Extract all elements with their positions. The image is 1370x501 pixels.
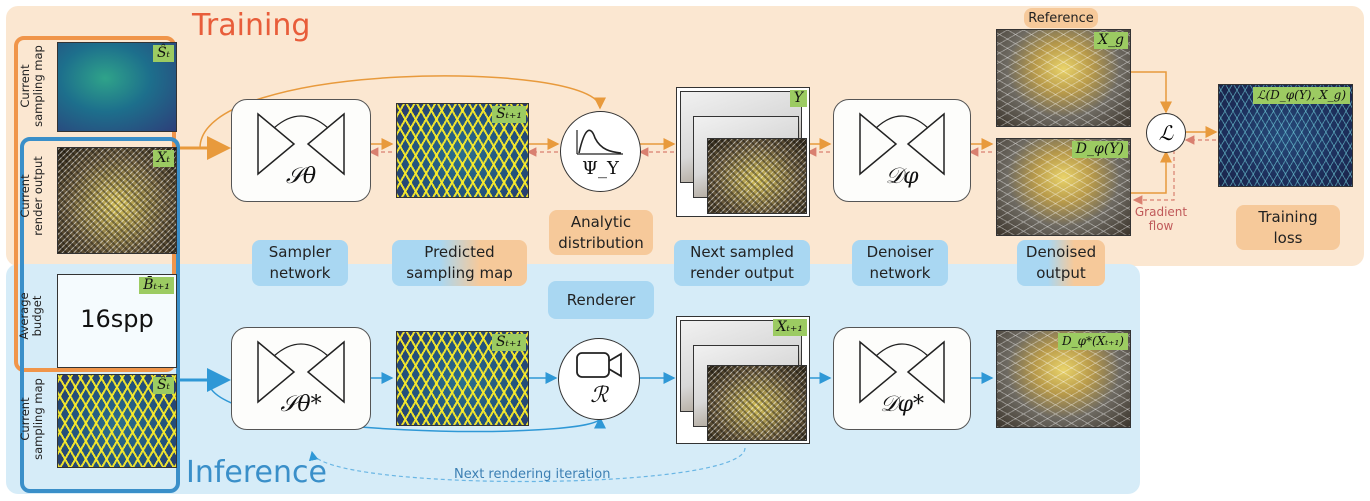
sampler-symbol-train: 𝒮θ xyxy=(285,164,317,189)
bowtie-icon xyxy=(257,112,345,176)
tag-x-next: Xₜ₊₁ xyxy=(772,319,807,336)
predicted-sampling-map-train: Sₜ₊₁ xyxy=(396,103,529,198)
reference-image: X_g xyxy=(996,29,1131,127)
inference-title: Inference xyxy=(186,455,327,490)
reference-label: Reference xyxy=(1024,8,1098,28)
inference-input-group xyxy=(20,137,180,493)
training-loss-image: ℒ(D_φ(Y), X_g) xyxy=(1218,84,1353,187)
training-loss-label: Training loss xyxy=(1236,205,1340,250)
gradient-flow-label: Gradient flow xyxy=(1134,205,1188,233)
analytic-distribution-node: Ψ_Y xyxy=(560,111,641,192)
denoiser-symbol-infer: 𝒟φ* xyxy=(880,392,924,417)
current-render-image: Xₜ xyxy=(57,147,177,254)
predicted-sampling-map-infer: Sₜ₊₁ xyxy=(396,331,529,426)
current-sampling-map-bottom-image: Ŝₜ xyxy=(57,374,177,468)
tag-loss: ℒ(D_φ(Y), X_g) xyxy=(1252,87,1350,104)
renderer-label: Renderer xyxy=(548,281,654,319)
tag-d-x: D_φ*(Xₜ₊₁) xyxy=(1057,333,1128,350)
denoised-output-infer-image: D_φ*(Xₜ₊₁) xyxy=(996,330,1131,428)
tag-s-next-train: Sₜ₊₁ xyxy=(491,106,526,123)
denoiser-symbol-train: 𝒟φ xyxy=(885,164,919,189)
tag-b: B̄ₜ₊₁ xyxy=(139,277,174,294)
budget-image: B̄ₜ₊₁ 16spp xyxy=(57,274,177,368)
next-sampled-render-label: Next sampled render output xyxy=(674,240,810,286)
bowtie-icon xyxy=(859,340,945,404)
next-iteration-label: Next rendering iteration xyxy=(454,467,611,482)
next-sampled-render-stack: Y xyxy=(676,87,810,217)
sampler-network-train: 𝒮θ xyxy=(231,99,371,202)
tag-d-y: D_φ(Y) xyxy=(1071,141,1128,158)
render-layer-3 xyxy=(707,365,807,441)
bowtie-icon xyxy=(257,340,345,404)
psi-symbol: Ψ_Y xyxy=(582,158,619,179)
sampler-network-label: Sampler network xyxy=(252,240,348,286)
tag-x-t: Xₜ xyxy=(152,150,174,167)
renderer-node: ℛ xyxy=(558,338,640,420)
current-sampling-map-image: Ŝₜ xyxy=(57,42,177,132)
sampler-network-infer: 𝒮θ* xyxy=(231,327,371,430)
budget-value: 16spp xyxy=(80,305,154,333)
denoiser-network-train: 𝒟φ xyxy=(833,99,971,202)
inference-render-stack: Xₜ₊₁ xyxy=(676,316,810,444)
bowtie-icon xyxy=(859,112,945,176)
analytic-distribution-label: Analytic distribution xyxy=(549,210,653,255)
loss-node: ℒ xyxy=(1146,113,1186,153)
training-title: Training xyxy=(192,8,311,43)
denoised-output-label: Denoised output xyxy=(1017,240,1105,286)
denoised-output-train-image: D_φ(Y) xyxy=(996,138,1131,236)
denoiser-network-label: Denoiser network xyxy=(852,240,948,286)
camera-icon xyxy=(576,352,622,378)
renderer-symbol: ℛ xyxy=(590,383,608,408)
tag-s-next-infer: Sₜ₊₁ xyxy=(491,334,526,351)
predicted-sampling-map-label: Predicted sampling map xyxy=(392,240,527,286)
distribution-curve-icon xyxy=(576,129,623,155)
tag-s-t: Ŝₜ xyxy=(152,45,174,62)
tag-x-g: X_g xyxy=(1094,32,1128,49)
tag-y: Y xyxy=(789,90,807,107)
tag-s-t-bottom: Ŝₜ xyxy=(152,377,174,394)
sampler-symbol-infer: 𝒮θ* xyxy=(280,392,322,417)
render-layer-3 xyxy=(707,138,807,214)
denoiser-network-infer: 𝒟φ* xyxy=(833,327,971,430)
